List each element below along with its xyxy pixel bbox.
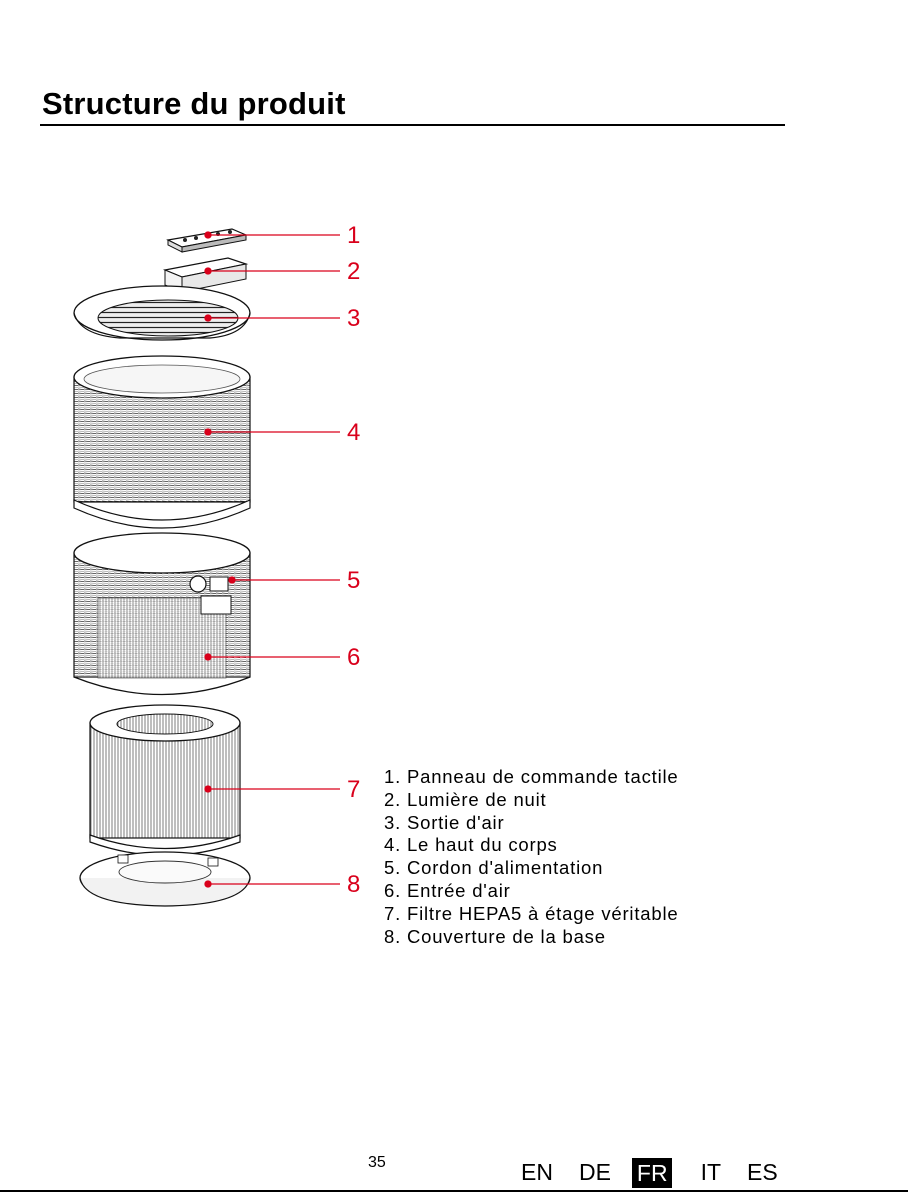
leader-dot-8 (205, 881, 211, 887)
lang-de[interactable]: DE (574, 1160, 616, 1186)
legend-item: 2. Lumière de nuit (384, 789, 678, 812)
lower-body-part (74, 533, 250, 695)
legend-item: 3. Sortie d'air (384, 812, 678, 835)
callout-number-7: 7 (347, 778, 360, 802)
leader-dot-7 (205, 786, 211, 792)
parts-legend: 1. Panneau de commande tactile 2. Lumièr… (384, 766, 678, 948)
callout-number-6: 6 (347, 646, 360, 670)
callout-number-8: 8 (347, 873, 360, 897)
lang-it[interactable]: IT (696, 1160, 726, 1186)
legend-item: 4. Le haut du corps (384, 834, 678, 857)
legend-item: 5. Cordon d'alimentation (384, 857, 678, 880)
air-outlet-part (74, 286, 250, 340)
leader-dot-2 (205, 268, 211, 274)
legend-item: 8. Couverture de la base (384, 926, 678, 949)
base-cover-part (80, 852, 250, 906)
upper-body-part (74, 356, 250, 528)
leader-dot-1 (205, 232, 211, 238)
callout-number-2: 2 (347, 260, 360, 284)
lang-fr-active[interactable]: FR (632, 1158, 672, 1188)
leader-dot-6 (205, 654, 211, 660)
callout-number-5: 5 (347, 569, 360, 593)
callout-number-3: 3 (347, 307, 360, 331)
language-selector: EN DE FR IT ES (516, 1158, 799, 1188)
leader-dot-3 (205, 315, 211, 321)
legend-item: 1. Panneau de commande tactile (384, 766, 678, 789)
hepa-filter-part (90, 705, 240, 856)
leader-dot-5 (229, 577, 235, 583)
lang-en[interactable]: EN (516, 1160, 558, 1186)
leader-dot-4 (205, 429, 211, 435)
page-number: 35 (368, 1154, 386, 1172)
callout-number-4: 4 (347, 421, 360, 445)
legend-item: 6. Entrée d'air (384, 880, 678, 903)
lang-es[interactable]: ES (742, 1160, 783, 1186)
callout-number-1: 1 (347, 224, 360, 248)
legend-item: 7. Filtre HEPA5 à étage véritable (384, 903, 678, 926)
